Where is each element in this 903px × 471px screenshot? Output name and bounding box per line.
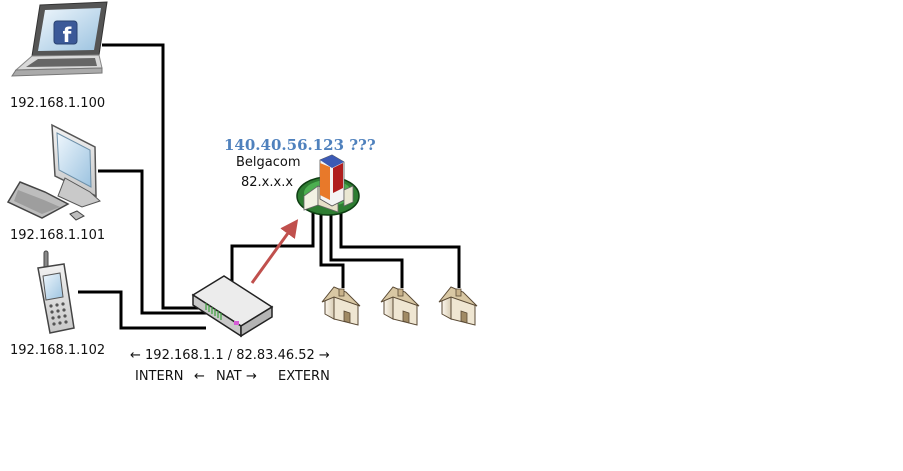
isp-range: 82.x.x.x — [241, 175, 294, 190]
isp-public-ip: 140.40.56.123 ??? — [224, 136, 376, 154]
desktop-link — [98, 169, 208, 315]
isp-building-icon — [296, 154, 360, 216]
nat-label: NAT — [216, 369, 242, 384]
laptop-icon: f — [11, 1, 108, 77]
isp-house3-link — [339, 211, 461, 288]
nat-extern-label: EXTERN — [278, 369, 330, 384]
house-icon — [380, 286, 420, 326]
mobile-phone-icon — [37, 250, 75, 334]
desktop-ip-label: 192.168.1.101 — [10, 228, 106, 243]
isp-house2-link — [329, 211, 404, 288]
phone-link — [78, 290, 206, 330]
isp-name: Belgacom — [236, 155, 301, 170]
connection-lines — [78, 43, 461, 330]
isp-house1-link — [319, 211, 345, 288]
laptop-link — [102, 43, 206, 310]
house-icon — [321, 286, 361, 326]
house-icon — [438, 286, 478, 326]
laptop-ip-label: 192.168.1.100 — [10, 96, 106, 111]
router-icon — [191, 275, 274, 338]
desktop-computer-icon — [6, 123, 101, 221]
nat-intern-label: INTERN — [135, 369, 184, 384]
nat-left-arrow: ← — [194, 369, 205, 384]
facebook-icon — [53, 20, 78, 45]
router-isp-link — [230, 210, 315, 285]
phone-ip-label: 192.168.1.102 — [10, 343, 106, 358]
uplink-arrow — [250, 219, 299, 284]
facebook-badge: f — [63, 23, 72, 47]
nat-right-arrow: → — [246, 369, 257, 384]
router-address: ← 192.168.1.1 / 82.83.46.52 → — [130, 348, 330, 363]
